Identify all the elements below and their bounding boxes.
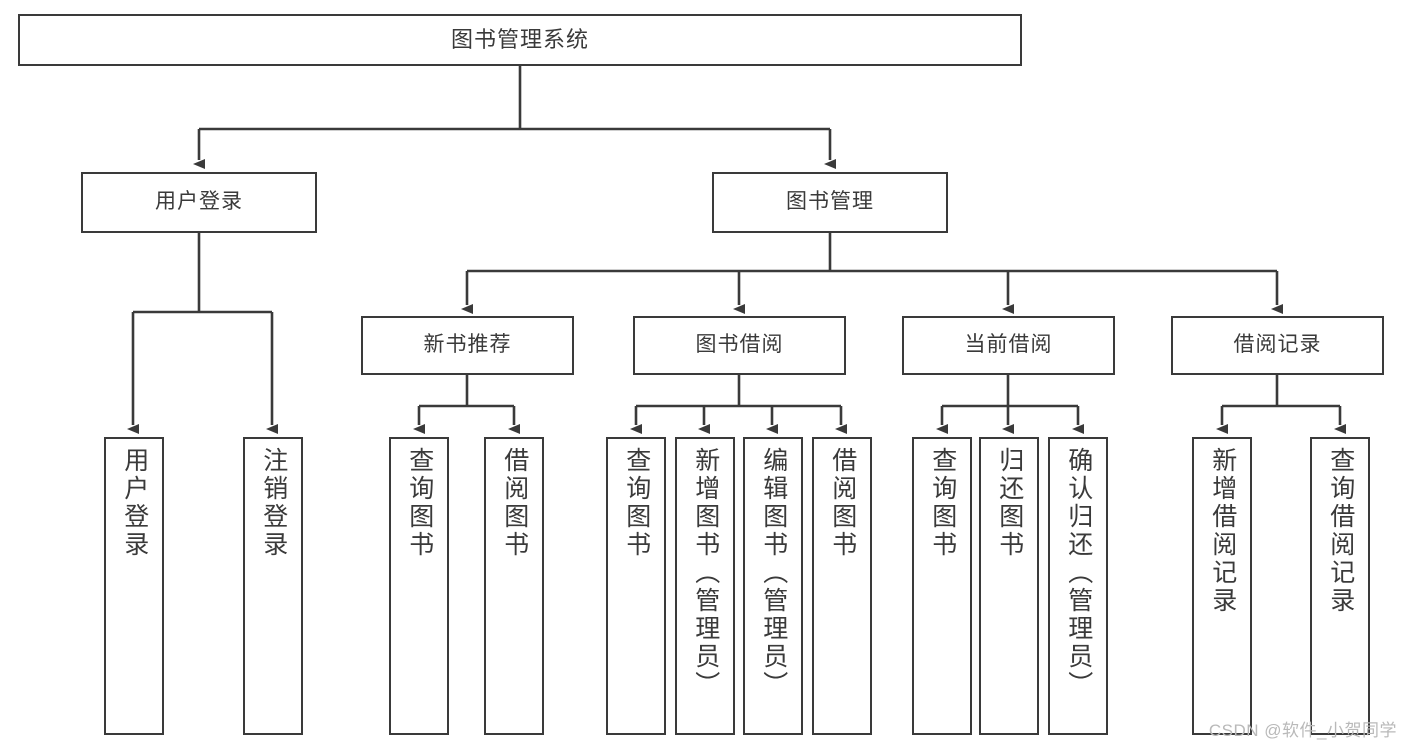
node-label: 确认归还（管理员）: [1064, 447, 1093, 699]
node-label: 查询图书: [622, 447, 651, 559]
node-root-system[interactable]: 图书管理系统: [18, 14, 1022, 66]
watermark: CSDN @软件_小贺同学: [1208, 721, 1397, 740]
node-user-login[interactable]: 用户登录: [81, 172, 317, 233]
node-label: 图书管理系统: [450, 27, 589, 53]
node-book-management[interactable]: 图书管理: [712, 172, 948, 233]
node-label: 用户登录: [155, 190, 243, 214]
node-book-borrow[interactable]: 图书借阅: [633, 316, 846, 375]
node-label: 查询图书: [928, 447, 957, 559]
node-label: 用户登录: [120, 447, 149, 559]
leaf-user-login-logout[interactable]: 注销登录: [243, 437, 303, 735]
leaf-recommend-query-book[interactable]: 查询图书: [389, 437, 449, 735]
leaf-record-query-record[interactable]: 查询借阅记录: [1310, 437, 1370, 735]
node-label: 归还图书: [995, 447, 1024, 559]
node-label: 注销登录: [259, 447, 288, 559]
leaf-borrow-add-book-admin[interactable]: 新增图书（管理员）: [675, 437, 735, 735]
leaf-borrow-borrow-book[interactable]: 借阅图书: [812, 437, 872, 735]
node-label: 借阅图书: [828, 447, 857, 559]
node-label: 编辑图书（管理员）: [759, 447, 788, 699]
node-label: 借阅记录: [1233, 333, 1322, 357]
node-label: 图书管理: [786, 190, 874, 214]
node-label: 新书推荐: [423, 333, 512, 357]
node-new-book-recommend[interactable]: 新书推荐: [361, 316, 574, 375]
leaf-borrow-query-book[interactable]: 查询图书: [606, 437, 666, 735]
node-label: 新增借阅记录: [1208, 447, 1237, 615]
node-label: 当前借阅: [964, 333, 1053, 357]
node-borrow-record[interactable]: 借阅记录: [1171, 316, 1384, 375]
leaf-current-confirm-return-admin[interactable]: 确认归还（管理员）: [1048, 437, 1108, 735]
node-label: 新增图书（管理员）: [691, 447, 720, 699]
node-label: 查询借阅记录: [1326, 447, 1355, 615]
node-current-borrow[interactable]: 当前借阅: [902, 316, 1115, 375]
node-label: 图书借阅: [695, 333, 784, 357]
leaf-recommend-borrow-book[interactable]: 借阅图书: [484, 437, 544, 735]
leaf-current-return-book[interactable]: 归还图书: [979, 437, 1039, 735]
leaf-borrow-edit-book-admin[interactable]: 编辑图书（管理员）: [743, 437, 803, 735]
leaf-record-add-record[interactable]: 新增借阅记录: [1192, 437, 1252, 735]
node-label: 借阅图书: [500, 447, 529, 559]
node-label: 查询图书: [405, 447, 434, 559]
leaf-user-login-login[interactable]: 用户登录: [104, 437, 164, 735]
leaf-current-query-book[interactable]: 查询图书: [912, 437, 972, 735]
